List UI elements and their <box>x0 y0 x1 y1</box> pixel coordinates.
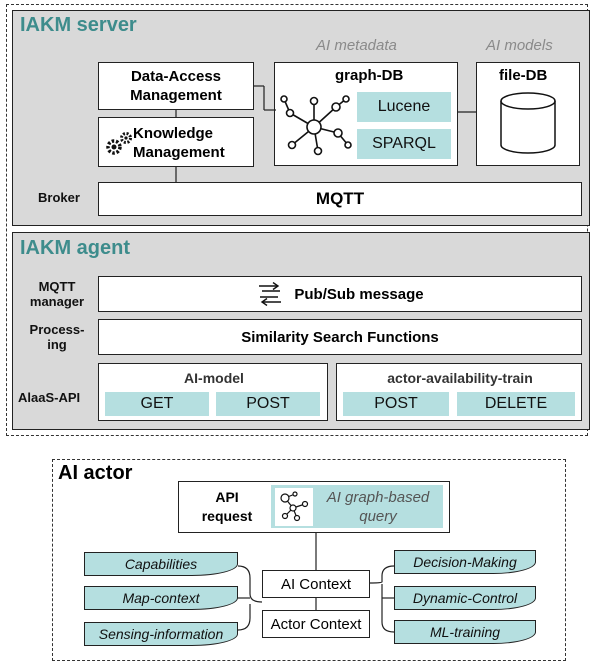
ai-actor-frame <box>52 459 566 661</box>
ai-model-api-box: AI-model GET POST <box>98 363 328 421</box>
data-access-management: Data-Access Management <box>98 62 254 110</box>
mqtt-label: MQTT <box>315 189 365 208</box>
file-db-box: file-DB <box>476 62 580 166</box>
file-db-label: file-DB <box>499 67 548 84</box>
knowledge-management: Knowledge Management <box>98 117 254 167</box>
ml-training-doc: ML-training <box>394 620 536 644</box>
post-endpoint-2: POST <box>343 392 449 416</box>
database-cylinder-icon <box>499 91 557 160</box>
pubsub-box: Pub/Sub message <box>98 276 582 312</box>
gears-icon <box>103 130 135 163</box>
actor-availability-title: actor-availability-train <box>387 370 533 386</box>
broker-label: Broker <box>38 190 80 205</box>
similarity-label: Similarity Search Functions <box>241 328 439 346</box>
map-context-doc: Map-context <box>84 586 238 610</box>
lucene-box: Lucene <box>357 92 451 122</box>
capabilities-doc: Capabilities <box>84 552 238 576</box>
pubsub-label: Pub/Sub message <box>294 285 424 303</box>
get-endpoint: GET <box>105 392 209 416</box>
actor-availability-api-box: actor-availability-train POST DELETE <box>336 363 582 421</box>
aiaas-api-label: AlaaS-API <box>18 390 81 405</box>
processing-label: Process-ing <box>29 322 85 352</box>
iakm-server-title: IAKM server <box>20 14 137 36</box>
graph-db-box: graph-DB Lucene SPARQL <box>274 62 458 166</box>
knowledge-label: Knowledge Management <box>133 125 225 161</box>
mqtt-manager-label: MQTT manager <box>29 279 85 309</box>
sparql-box: SPARQL <box>357 129 451 159</box>
graph-db-label: graph-DB <box>335 67 404 84</box>
actor-context-box: Actor Context <box>262 610 370 638</box>
ai-context-box: AI Context <box>262 570 370 598</box>
similarity-search-box: Similarity Search Functions <box>98 319 582 355</box>
data-access-label: Data-Access Management <box>130 68 222 104</box>
graph-network-icon <box>278 89 352 166</box>
exchange-arrows-icon <box>256 282 284 306</box>
actor-context-label: Actor Context <box>270 615 362 633</box>
ai-metadata-label: AI metadata <box>316 37 397 54</box>
iakm-agent-title: IAKM agent <box>20 237 130 259</box>
mqtt-box: MQTT <box>98 182 582 216</box>
decision-making-doc: Decision-Making <box>394 550 536 574</box>
ai-actor-title: AI actor <box>58 462 133 484</box>
delete-endpoint: DELETE <box>457 392 575 416</box>
graph-query-icon <box>275 487 313 526</box>
dynamic-control-doc: Dynamic-Control <box>394 586 536 610</box>
ai-model-title: AI-model <box>184 370 244 386</box>
post-endpoint: POST <box>216 392 320 416</box>
sensing-information-doc: Sensing-information <box>84 622 238 646</box>
ai-models-label: AI models <box>486 37 553 54</box>
ai-context-label: AI Context <box>280 575 352 593</box>
